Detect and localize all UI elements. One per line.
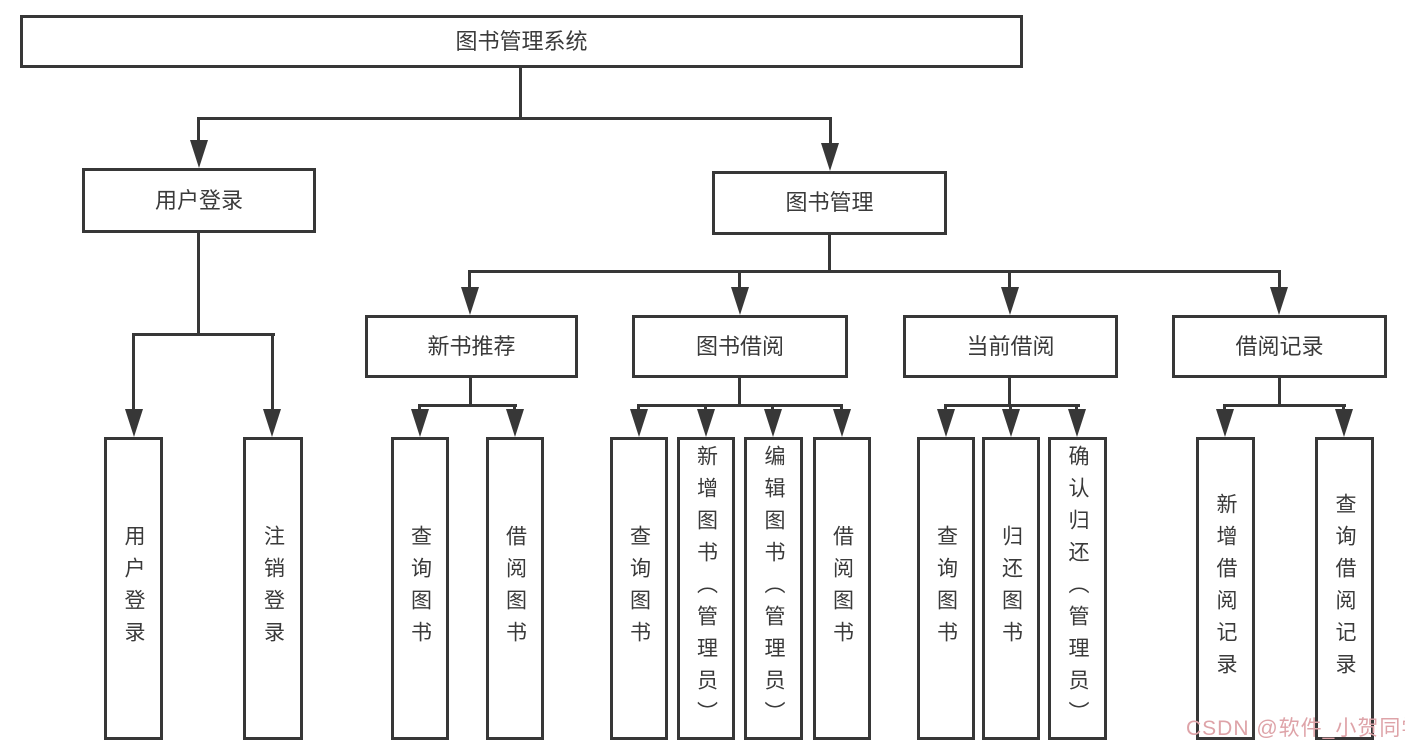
connector-line <box>738 270 741 290</box>
watermark: CSDN @软件_小贺同学 <box>1186 717 1405 740</box>
node-borrow-record: 借阅记录 <box>1172 315 1387 378</box>
leaf-query-borrow-record-label: 查询借阅记录 <box>1333 492 1356 685</box>
connector-line <box>468 270 471 290</box>
arrowhead-down <box>461 287 479 315</box>
node-new-book-recommend-label: 新书推荐 <box>427 333 516 359</box>
leaf-return-book-label: 归还图书 <box>999 524 1023 653</box>
connector-line <box>828 235 831 273</box>
node-user-login-label: 用户登录 <box>154 187 243 213</box>
connector-line <box>197 117 832 120</box>
leaf-borrow-books-2: 借阅图书 <box>813 437 871 740</box>
node-user-login: 用户登录 <box>82 168 316 233</box>
node-root: 图书管理系统 <box>20 15 1023 68</box>
connector-line <box>637 404 843 407</box>
leaf-add-book-admin-label: 新增图书（管理员） <box>694 444 718 733</box>
connector-line <box>944 404 1080 407</box>
node-current-borrow: 当前借阅 <box>903 315 1118 378</box>
leaf-logout-label: 注销登录 <box>261 524 285 653</box>
arrowhead-down <box>411 409 429 437</box>
leaf-user-login: 用户登录 <box>104 437 163 740</box>
connector-line <box>1278 378 1281 407</box>
leaf-confirm-return-admin-label: 确认归还（管理员） <box>1066 444 1089 733</box>
leaf-logout: 注销登录 <box>243 437 303 740</box>
connector-line <box>132 333 135 412</box>
arrowhead-down <box>630 409 648 437</box>
node-book-borrow-label: 图书借阅 <box>695 333 784 359</box>
leaf-query-books-2: 查询图书 <box>610 437 668 740</box>
arrowhead-down <box>764 409 782 437</box>
leaf-query-books-1: 查询图书 <box>391 437 449 740</box>
arrowhead-down <box>506 409 524 437</box>
arrowhead-down <box>1068 409 1086 437</box>
leaf-add-borrow-record-label: 新增借阅记录 <box>1214 492 1237 685</box>
arrowhead-down <box>731 287 749 315</box>
leaf-user-login-label: 用户登录 <box>122 524 145 653</box>
connector-line <box>829 117 832 146</box>
arrowhead-down <box>1216 409 1234 437</box>
leaf-query-books-3: 查询图书 <box>917 437 975 740</box>
arrowhead-down <box>833 409 851 437</box>
node-borrow-record-label: 借阅记录 <box>1235 333 1324 359</box>
node-current-borrow-label: 当前借阅 <box>966 333 1055 359</box>
leaf-return-book: 归还图书 <box>982 437 1040 740</box>
leaf-add-borrow-record: 新增借阅记录 <box>1196 437 1255 740</box>
connector-line <box>519 68 522 120</box>
arrowhead-down <box>697 409 715 437</box>
node-root-label: 图书管理系统 <box>455 28 588 54</box>
connector-line <box>469 378 472 407</box>
arrowhead-down <box>1002 409 1020 437</box>
leaf-borrow-books-1: 借阅图书 <box>486 437 544 740</box>
connector-line <box>197 233 200 336</box>
node-book-management-label: 图书管理 <box>785 190 874 215</box>
leaf-query-borrow-record: 查询借阅记录 <box>1315 437 1374 740</box>
leaf-add-book-admin: 新增图书（管理员） <box>677 437 735 740</box>
connector-line <box>1278 270 1281 290</box>
connector-line <box>1008 270 1011 290</box>
arrowhead-down <box>1335 409 1353 437</box>
connector-line <box>132 333 275 336</box>
arrowhead-down <box>1001 287 1019 315</box>
node-new-book-recommend: 新书推荐 <box>365 315 578 378</box>
arrowhead-down <box>821 143 839 171</box>
leaf-edit-book-admin: 编辑图书（管理员） <box>744 437 803 740</box>
connector-line <box>271 333 274 412</box>
connector-line <box>738 378 741 407</box>
node-book-borrow: 图书借阅 <box>632 315 848 378</box>
leaf-borrow-books-2-label: 借阅图书 <box>830 524 854 653</box>
arrowhead-down <box>937 409 955 437</box>
leaf-confirm-return-admin: 确认归还（管理员） <box>1048 437 1107 740</box>
connector-line <box>418 404 517 407</box>
arrowhead-down <box>125 409 143 437</box>
connector-line <box>1223 404 1346 407</box>
connector-line <box>197 117 200 143</box>
connector-line <box>468 270 1281 273</box>
leaf-edit-book-admin-label: 编辑图书（管理员） <box>762 444 785 733</box>
node-book-management: 图书管理 <box>712 171 947 235</box>
leaf-query-books-3-label: 查询图书 <box>934 524 958 653</box>
arrowhead-down <box>190 140 208 168</box>
arrowhead-down <box>1270 287 1288 315</box>
connector-line <box>1008 378 1011 407</box>
leaf-query-books-2-label: 查询图书 <box>627 524 651 653</box>
leaf-borrow-books-1-label: 借阅图书 <box>503 524 527 653</box>
arrowhead-down <box>263 409 281 437</box>
leaf-query-books-1-label: 查询图书 <box>408 524 432 653</box>
